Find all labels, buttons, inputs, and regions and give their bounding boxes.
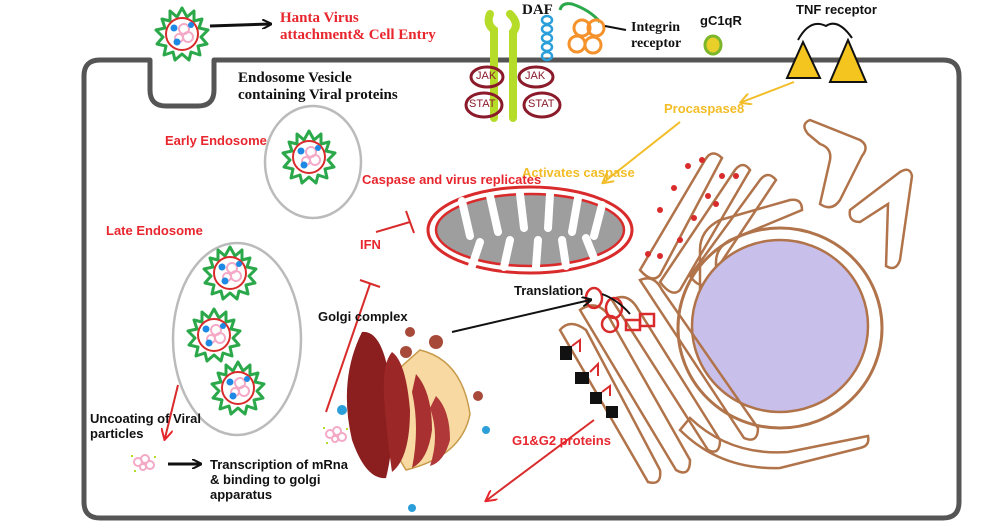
- tnf-receptor-icon: [785, 22, 868, 83]
- golgi-complex-label: Golgi complex: [318, 309, 408, 324]
- jak-label-1: JAK: [476, 70, 497, 82]
- activates-caspase-label: Activates caspase: [522, 165, 635, 180]
- entry-arrow-icon: [209, 24, 270, 26]
- tnf-to-procaspase-arrow-icon: [742, 81, 795, 102]
- gc1qr-label: gC1qR: [700, 13, 742, 28]
- endosome-vesicle-label: Endosome Vesicle containing Viral protei…: [238, 70, 398, 104]
- integrin-receptor-label: Integrin receptor: [631, 20, 682, 52]
- ifn-inhibition-icon: [375, 210, 415, 234]
- stat-label-2: STAT: [528, 98, 555, 110]
- translation-pointer-icon: [601, 293, 631, 315]
- gc1qr-icon: [703, 34, 723, 56]
- ribosome-dots: [645, 157, 739, 259]
- nucleus: [676, 226, 884, 430]
- integrin-receptor-icon: [558, 2, 627, 55]
- jak-stat-icons: [464, 65, 562, 119]
- golgi-complex: [337, 327, 490, 512]
- golgi-to-translation-arrow-icon: [451, 300, 590, 333]
- uncoating-label: Uncoating of Viral particles: [90, 411, 201, 441]
- g1-g2-proteins-icon: [560, 338, 618, 418]
- golgi-inhibition-icon: [325, 279, 381, 413]
- stat-label-1: STAT: [469, 98, 496, 110]
- late-endosome-label: Late Endosome: [106, 223, 203, 238]
- mitochondrion: [426, 185, 634, 275]
- entering-virus-icon: [154, 6, 210, 62]
- caspase-virus-replicates-label: Caspase and virus replicates: [362, 172, 542, 187]
- early-endosome-label: Early Endosome: [165, 133, 267, 148]
- tnf-receptor-label: TNF receptor: [796, 2, 877, 17]
- procaspase-label: Procaspase8: [664, 101, 745, 116]
- daf-label: DAF: [522, 2, 553, 18]
- jak-label-2: JAK: [525, 70, 546, 82]
- ifn-label: IFN: [360, 237, 381, 252]
- g1g2-to-golgi-arrow-icon: [487, 419, 595, 500]
- rough-er-upper: [638, 118, 914, 294]
- hanta-virus-entry-label: Hanta Virus attachment& Cell Entry: [280, 10, 436, 44]
- late-endosome-uncoating-arrow-icon: [165, 384, 179, 438]
- transcription-label: Transcription of mRna & binding to golgi…: [210, 457, 348, 502]
- ribosome-translation-icon: [584, 286, 656, 334]
- daf-receptor-icon: [484, 10, 554, 122]
- procaspase-to-caspase-arrow-icon: [604, 121, 681, 182]
- translation-label: Translation: [514, 283, 584, 298]
- late-endosome: [171, 241, 303, 437]
- g1-g2-proteins-label: G1&G2 proteins: [512, 433, 611, 448]
